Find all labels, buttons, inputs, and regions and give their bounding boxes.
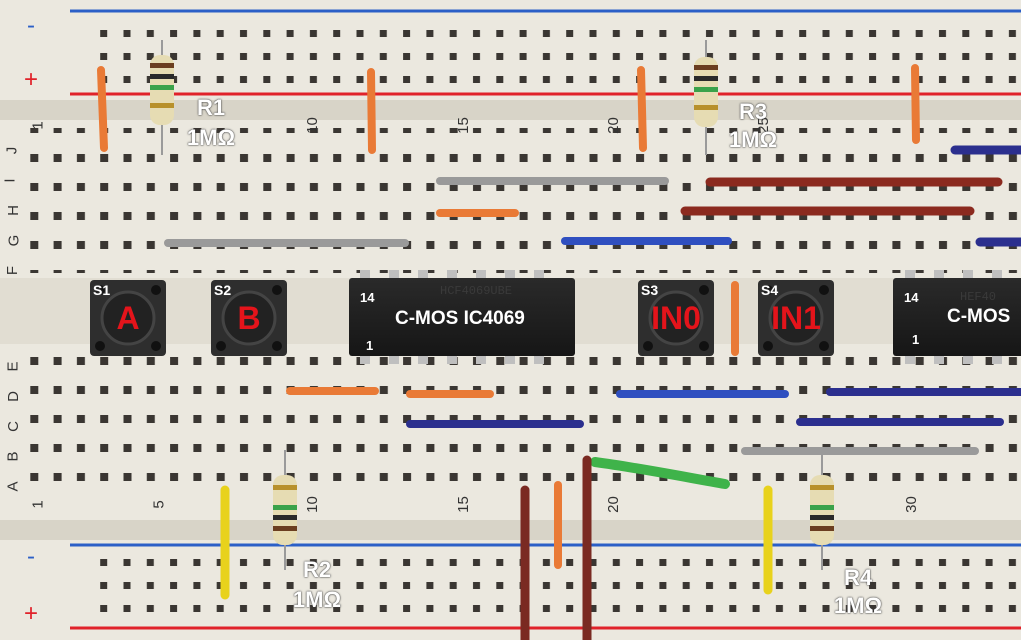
switch-s4: [758, 280, 834, 356]
row-letter: C: [4, 421, 22, 432]
column-number: 20: [604, 117, 622, 134]
switch-s3: [638, 280, 714, 356]
chip-second-name: C-MOS: [947, 306, 1011, 327]
resistor-id: R1: [196, 95, 226, 120]
top-plus-sign: +: [24, 66, 39, 93]
resistor-r3-label: R3 1MΩ: [718, 100, 788, 152]
column-number: 1: [29, 121, 47, 130]
row-letter: F: [4, 265, 22, 276]
bottom-plus-sign: +: [24, 600, 39, 627]
switch-s1-letter[interactable]: A: [116, 300, 140, 336]
bottom-minus-sign: -: [27, 543, 35, 570]
resistor-r2: [273, 450, 297, 570]
row-letter: A: [4, 481, 22, 492]
resistor-value: 1MΩ: [728, 127, 778, 152]
row-letter: B: [4, 451, 22, 462]
chip-ic4069-pin14: 14: [360, 290, 375, 305]
column-number: 15: [454, 496, 472, 513]
switch-s1: [90, 280, 166, 356]
row-letter: G: [5, 234, 23, 247]
row-letter: E: [4, 361, 22, 372]
row-letter: D: [4, 391, 22, 402]
chip-ic4069-pin1: 1: [366, 338, 374, 353]
resistor-r2-label: R2 1MΩ: [277, 558, 357, 612]
column-number: 10: [303, 496, 321, 513]
switch-s3-letter[interactable]: IN0: [651, 300, 701, 336]
switch-s3-id: S3: [641, 282, 659, 298]
row-letter: H: [4, 205, 22, 216]
column-number: 5: [150, 500, 168, 509]
column-number: 20: [604, 496, 622, 513]
chip-second-pin14: 14: [904, 290, 919, 305]
resistor-id: R2: [302, 557, 332, 582]
resistor-value: 1MΩ: [292, 587, 342, 612]
resistor-id: R3: [738, 99, 768, 124]
resistor-id: R4: [843, 565, 873, 590]
switch-s1-id: S1: [93, 282, 111, 298]
chip-second: [893, 270, 1021, 364]
resistor-r3: [694, 40, 718, 155]
resistor-value: 1MΩ: [186, 125, 236, 150]
top-minus-sign: -: [27, 12, 35, 39]
switch-s4-letter[interactable]: IN1: [771, 300, 821, 336]
chip-ic4069-marking: HCF4069UBE: [440, 284, 513, 298]
row-letter: I: [1, 178, 19, 183]
switch-s2-id: S2: [214, 282, 232, 298]
switch-s2-letter[interactable]: B: [237, 300, 261, 336]
column-number: 1: [29, 500, 47, 509]
column-number: 15: [454, 117, 472, 134]
chip-ic4069-name: C-MOS IC4069: [395, 308, 525, 329]
chip-second-pin1: 1: [912, 332, 920, 347]
column-number: 30: [902, 496, 920, 513]
chip-second-marking: HEF40: [960, 290, 997, 304]
resistor-r4-label: R4 1MΩ: [818, 566, 898, 618]
switch-s2: [211, 280, 287, 356]
resistor-r4: [810, 450, 834, 570]
switch-s4-id: S4: [761, 282, 779, 298]
column-number: 10: [303, 117, 321, 134]
chip-ic4069: [349, 270, 575, 364]
resistor-r1-label: R1 1MΩ: [176, 96, 246, 150]
resistor-r1: [150, 40, 174, 155]
row-letter: J: [3, 146, 21, 155]
resistor-value: 1MΩ: [833, 593, 883, 618]
